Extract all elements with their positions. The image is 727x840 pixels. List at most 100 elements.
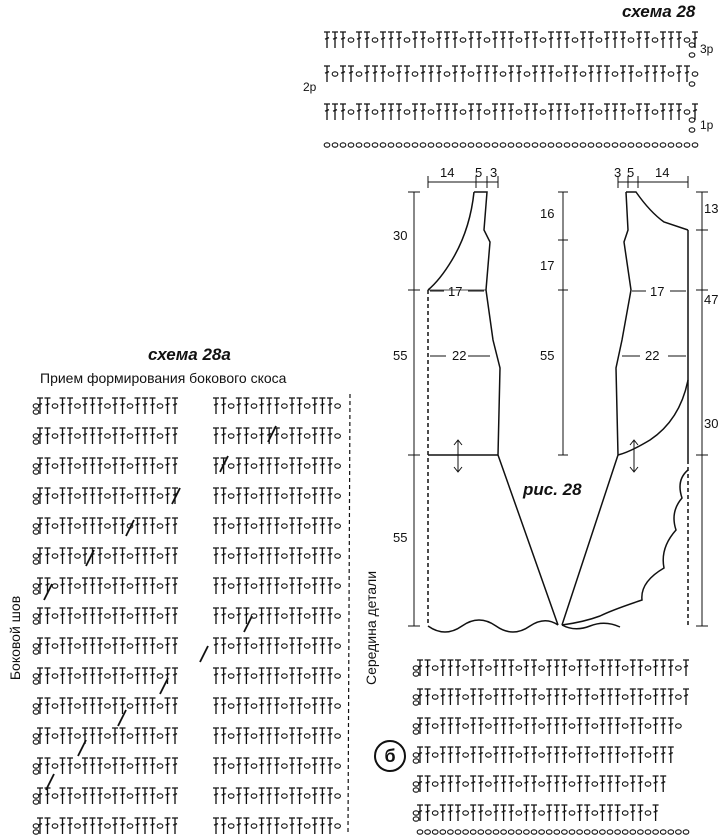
chain-stitch	[644, 829, 652, 835]
chain-stitch	[355, 71, 363, 77]
dc-stitch	[119, 787, 126, 804]
dc-stitch	[220, 667, 227, 684]
decrease-mark	[77, 739, 87, 757]
dc-stitch	[97, 727, 103, 744]
chain-stitch	[621, 694, 629, 700]
dc-stitch	[644, 31, 650, 48]
chain-stitch	[281, 553, 288, 559]
center-piece-label: Середина детали	[363, 570, 379, 686]
chain-stitch	[51, 493, 59, 499]
chain-stitch	[621, 723, 629, 729]
dc-stitch	[599, 746, 606, 763]
dc-stitch	[289, 667, 295, 684]
dc-stitch	[134, 547, 141, 564]
chain-stitch	[51, 523, 59, 529]
chain-stitch	[627, 109, 635, 115]
chain-stitch	[303, 583, 311, 589]
dc-stitch	[164, 757, 171, 774]
dc-stitch	[604, 31, 610, 48]
chain-stitch	[227, 583, 235, 589]
chain-stitch	[538, 829, 545, 835]
chain-stitch	[227, 703, 235, 709]
chain-stitch	[104, 553, 111, 559]
dc-stitch	[470, 717, 477, 734]
dc-stitch	[447, 775, 454, 792]
dc-stitch	[149, 547, 156, 564]
chain-stitch	[530, 829, 538, 835]
chain-stitch	[334, 793, 341, 799]
chain-stitch	[539, 37, 547, 43]
chain-stitch	[379, 142, 387, 148]
dc-stitch	[380, 103, 386, 120]
chain-stitch	[104, 403, 111, 409]
chain-stitch	[531, 142, 539, 148]
dc-stitch	[172, 697, 178, 714]
right-height-1: 13	[704, 201, 719, 216]
chain-stitch	[439, 829, 447, 835]
chain-stitch	[561, 829, 568, 835]
chain-stitch	[538, 694, 545, 700]
dc-stitch	[134, 607, 141, 624]
dc-stitch	[500, 717, 507, 734]
dc-stitch	[508, 31, 514, 48]
dc-stitch	[164, 667, 171, 684]
dc-stitch	[37, 637, 43, 654]
dc-stitch	[311, 667, 318, 684]
chain-stitch	[32, 763, 40, 769]
chain-stitch	[627, 37, 635, 43]
chain-stitch	[51, 823, 59, 829]
dc-stitch	[112, 457, 118, 474]
chain-stitch	[303, 613, 311, 619]
dc-stitch	[676, 103, 682, 120]
chain-stitch	[579, 142, 587, 148]
chain-stitch	[538, 810, 545, 816]
dc-stitch	[676, 31, 682, 48]
chain-stitch	[156, 553, 164, 559]
chain-stitch	[334, 613, 341, 619]
dc-stitch	[273, 727, 280, 744]
chain-stitch	[412, 671, 420, 677]
chain-stitch	[431, 829, 439, 835]
dc-stitch	[546, 717, 553, 734]
chain-stitch	[427, 109, 435, 115]
dc-stitch	[327, 577, 333, 594]
chain-stitch	[675, 694, 682, 700]
chain-stitch	[599, 829, 606, 835]
dc-stitch	[553, 659, 560, 676]
chain-stitch	[104, 793, 111, 799]
dc-stitch	[149, 757, 156, 774]
dc-stitch	[296, 457, 303, 474]
dc-stitch	[604, 65, 610, 82]
chain-stitch	[643, 142, 651, 148]
chain-stitch	[568, 694, 576, 700]
scheme-28a-subtitle: Прием формирования бокового скоса	[40, 370, 287, 386]
dc-stitch	[652, 65, 658, 82]
decrease-mark	[243, 615, 253, 633]
dc-stitch	[340, 31, 346, 48]
dc-stitch	[508, 659, 515, 676]
chain-stitch	[688, 42, 696, 48]
chain-stitch	[412, 758, 420, 764]
dc-stitch	[493, 775, 499, 792]
dc-stitch	[213, 787, 219, 804]
dc-stitch	[388, 103, 394, 120]
chain-stitch	[281, 823, 288, 829]
dc-stitch	[477, 717, 484, 734]
dc-stitch	[637, 775, 644, 792]
chain-stitch	[104, 583, 111, 589]
dc-stitch	[319, 787, 326, 804]
dc-stitch	[59, 577, 66, 594]
dc-stitch	[243, 487, 250, 504]
dc-stitch	[540, 65, 546, 82]
decrease-mark	[43, 583, 53, 601]
dc-stitch	[556, 31, 562, 48]
chain-stitch	[652, 829, 659, 835]
dc-stitch	[37, 667, 43, 684]
dc-stitch	[516, 65, 522, 82]
left-width-17: 17	[446, 284, 465, 299]
dc-stitch	[258, 397, 265, 414]
chain-stitch	[281, 793, 288, 799]
chain-stitch	[334, 763, 341, 769]
dc-stitch	[266, 547, 273, 564]
